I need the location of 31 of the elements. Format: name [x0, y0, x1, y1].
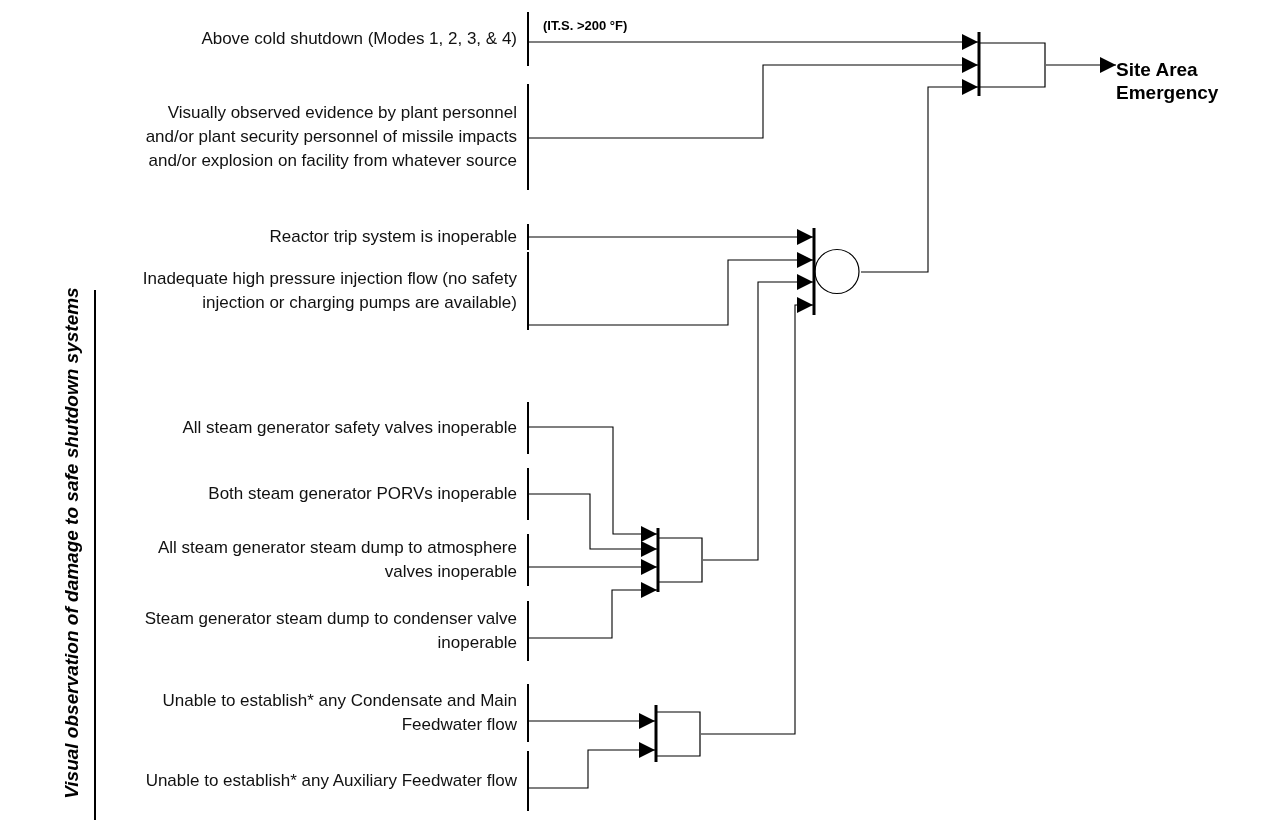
- outcome-label: Site Area Emergency: [1116, 58, 1256, 106]
- condition-label: All steam generator safety valves inoperable: [120, 402, 529, 454]
- connector-arrow: [528, 229, 814, 245]
- connector-arrow: [1045, 57, 1117, 73]
- or-gate: [813, 228, 861, 315]
- connector-arrow: [528, 426, 658, 542]
- connector-arrow: [528, 742, 656, 789]
- condition-label: Reactor trip system is inoperable: [120, 224, 529, 250]
- connector-arrow: [528, 252, 814, 326]
- connector-arrow: [700, 297, 814, 735]
- connector-arrow: [702, 274, 814, 561]
- condition-label: Inadequate high pressure injection flow (no safety injection or charging pumps are available): [120, 252, 529, 330]
- connector-arrow: [528, 57, 979, 139]
- condition-label: All steam generator steam dump to atmosphere valves inoperable: [120, 534, 529, 586]
- connector-arrow: [860, 79, 979, 273]
- edge-label: (IT.S. >200 °F): [541, 18, 630, 33]
- condition-label: Visually observed evidence by plant personnel and/or plant security personnel of missile impacts and/or explosion on facility from whatever source: [120, 84, 529, 190]
- connector-arrow: [528, 559, 658, 575]
- connector-arrow: [528, 493, 658, 557]
- condition-label: Above cold shutdown (Modes 1, 2, 3, & 4): [120, 12, 529, 66]
- and-gate: [978, 32, 1046, 96]
- side-label: Visual observation of damage to safe shutdown systems: [60, 286, 83, 801]
- condition-label: Both steam generator PORVs inoperable: [120, 468, 529, 520]
- condition-label: Unable to establish* any Condensate and Main Feedwater flow: [120, 684, 529, 742]
- condition-label: Unable to establish* any Auxiliary Feedwater flow: [120, 751, 529, 811]
- connector-arrow: [528, 34, 979, 50]
- and-gate: [655, 705, 701, 762]
- connector-arrow: [528, 582, 658, 639]
- connector-arrow: [528, 713, 656, 729]
- and-gate: [657, 528, 703, 592]
- condition-label: Steam generator steam dump to condenser valve inoperable: [120, 601, 529, 661]
